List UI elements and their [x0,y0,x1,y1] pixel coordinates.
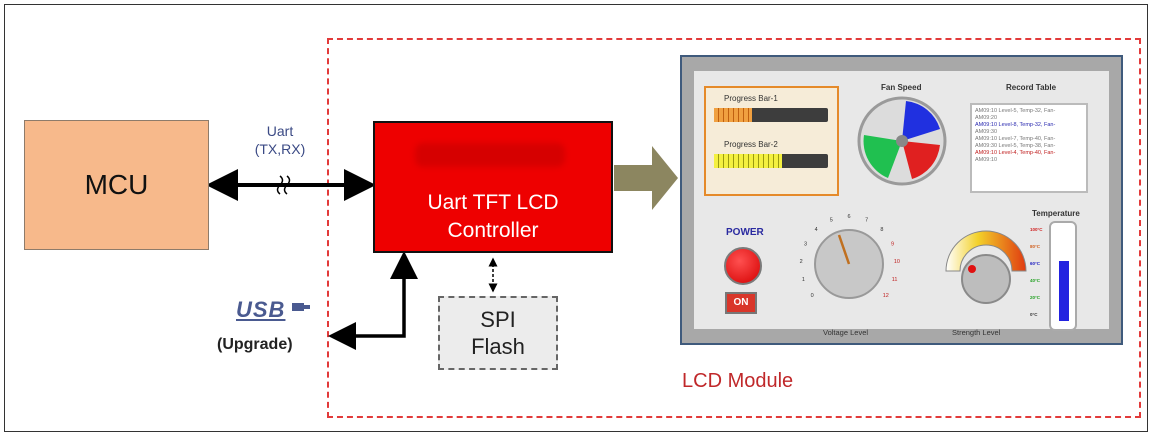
voltage-tick-label: 8 [880,227,883,233]
spi-label-line2: Flash [471,334,525,359]
usb-logo: USB [236,297,286,322]
mcu-label: MCU [84,169,149,200]
voltage-tick-label: 3 [804,242,807,248]
temperature-gauge [1049,221,1077,331]
temperature-scale-label: 100°C [1030,227,1043,232]
controller-block: Uart TFT LCD Controller [373,121,613,253]
record-table-row: AM09:10 [975,157,998,163]
voltage-tick-label: 0 [811,293,814,299]
progress-bar-2-label: Progress Bar-2 [724,140,778,149]
temperature-scale-label: 40°C [1030,278,1041,283]
voltage-tick-label: 9 [891,242,894,248]
progress-bar-2-fill [714,154,783,168]
temperature-scale-label: 20°C [1030,295,1041,300]
record-table-row: AM09:10 Level-7, Temp-40, Fan- [975,136,1056,142]
controller-label-line1: Uart TFT LCD [427,191,559,214]
record-table-row: AM09:20 [975,115,998,121]
lcd-screen-inner: Progress Bar-1 Progress Bar-2 Fan Speed … [694,71,1109,337]
usb-arrow [328,251,418,350]
power-label: POWER [726,227,764,238]
usb-plug-icon [292,303,310,311]
progress-bar-1 [714,108,828,122]
voltage-tick-label: 7 [865,217,868,223]
fan-speed-title: Fan Speed [881,83,922,92]
mcu-block: MCU [24,120,209,250]
redacted-area [415,143,565,167]
progress-bar-1-fill [714,108,752,122]
uart-break-mark [276,175,291,195]
power-button[interactable] [724,247,762,285]
voltage-tick-label: 12 [883,293,889,299]
temperature-scale-label: 60°C [1030,261,1041,266]
uart-label-line1: Uart [266,123,294,139]
lcd-module-label: LCD Module [682,370,794,392]
progress-bar-1-label: Progress Bar-1 [724,94,778,103]
on-button[interactable]: ON [725,292,757,314]
spi-flash-block: SPI Flash [438,296,558,370]
record-table-row: AM09:10 Level-8, Temp-32, Fan- [975,122,1056,128]
lcd-module-region [327,38,1141,418]
voltage-tick-label: 2 [800,259,803,265]
strength-level-label: Strength Level [952,328,1001,337]
temperature-title: Temperature [1032,209,1080,218]
voltage-tick-label: 11 [892,277,898,283]
voltage-tick-label: 4 [815,227,818,233]
strength-level-dial[interactable] [938,211,1034,311]
voltage-tick-label: 10 [894,259,900,265]
uart-label: Uart (TX,RX) [240,122,320,158]
temperature-scale-label: 0°C [1030,312,1038,317]
diagram-frame [4,4,1148,432]
uart-label-line2: (TX,RX) [254,141,306,157]
voltage-level-label: Voltage Level [823,328,869,337]
upgrade-label: (Upgrade) [217,336,293,353]
temperature-scale-label: 80°C [1030,244,1041,249]
controller-label-line2: Controller [447,219,539,242]
progress-bar-2 [714,154,828,168]
fan-speed-gauge [857,96,947,186]
record-table-row: AM09:30 Level-5, Temp-38, Fan- [975,143,1056,149]
voltage-tick-label: 5 [830,217,833,223]
temperature-bar [1059,261,1069,321]
record-table-title: Record Table [1006,83,1057,92]
voltage-tick-label: 6 [847,214,850,220]
controller-to-lcd-arrow [614,146,678,210]
record-table-row: AM09:10 Level-4, Temp-40, Fan- [975,150,1056,156]
record-table-row: AM09:10 Level-5, Temp-32, Fan- [975,108,1056,114]
spi-label-line1: SPI [480,307,516,332]
lcd-screen: Progress Bar-1 Progress Bar-2 Fan Speed … [680,55,1123,345]
record-table-row: AM09:30 [975,129,998,135]
voltage-tick-label: 1 [802,277,805,283]
progress-bar-group: Progress Bar-1 Progress Bar-2 [704,86,839,196]
